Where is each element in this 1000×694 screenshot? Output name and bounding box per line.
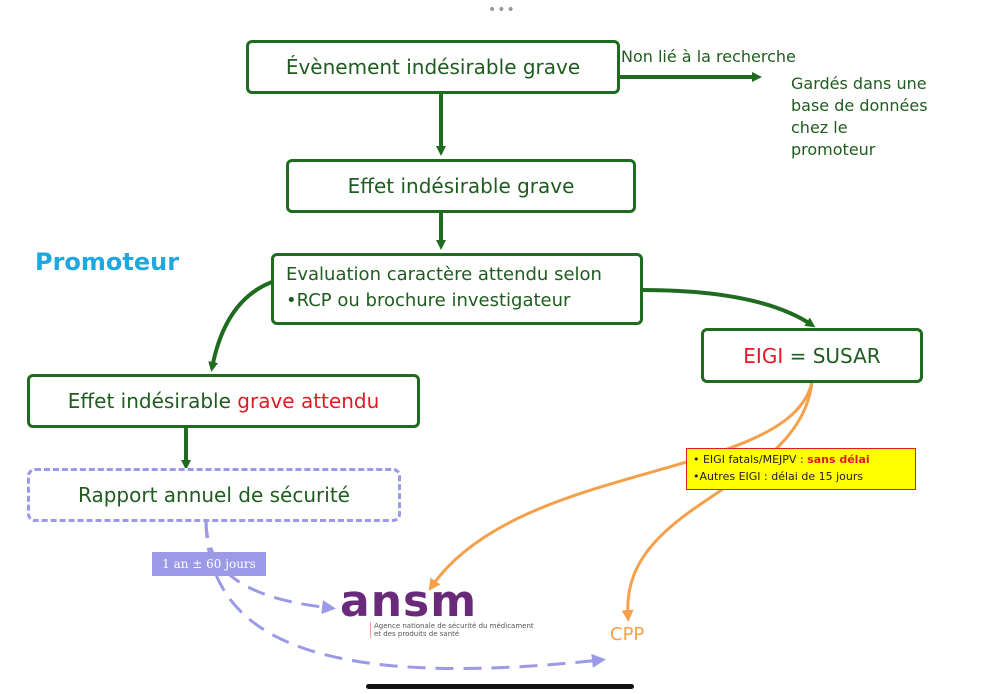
- susar-label: = SUSAR: [783, 343, 881, 368]
- deadline-highlight: sans délai: [807, 453, 870, 466]
- arrow-susar-to-cpp: [621, 381, 814, 622]
- deadline-line-2: •Autres EIGI : délai de 15 jours: [693, 470, 864, 483]
- attendu-prefix: Effet indésirable: [67, 389, 238, 413]
- deadline-line-1: • EIGI fatals/MEJPV : sans délai: [693, 451, 909, 468]
- arrow-evaluation-to-susar: [641, 288, 816, 328]
- susar-box: EIGI = SUSAR: [701, 328, 923, 383]
- cpp-label: CPP: [610, 624, 645, 645]
- non-lie-label: Non lié à la recherche: [621, 47, 796, 66]
- eig-label: Évènement indésirable grave: [285, 55, 581, 79]
- effet-box: Effet indésirable grave: [286, 159, 636, 213]
- gardes-line: promoteur: [791, 140, 876, 159]
- attendu-suffix: grave attendu: [237, 389, 380, 413]
- more-dots[interactable]: •••: [488, 2, 516, 18]
- deadline-note: • EIGI fatals/MEJPV : sans délai •Autres…: [686, 448, 916, 490]
- home-indicator[interactable]: [366, 684, 634, 689]
- eigi-label: EIGI: [743, 343, 784, 368]
- ansm-logo-word: ansm: [340, 576, 478, 627]
- attendu-box: Effet indésirable grave attendu: [27, 374, 420, 428]
- rapport-label: Rapport annuel de sécurité: [78, 483, 350, 507]
- promoteur-title: Promoteur: [35, 248, 180, 276]
- evaluation-line: Evaluation caractère attendu selon: [286, 264, 602, 285]
- arrow-rapport-to-cpp: [204, 519, 606, 670]
- ansm-logo: ansm Agence nationale de sécurité du méd…: [340, 576, 534, 638]
- rapport-box: Rapport annuel de sécurité: [27, 468, 401, 522]
- arrow-susar-to-ansm: [428, 381, 814, 591]
- evaluation-line: •RCP ou brochure investigateur: [286, 290, 571, 311]
- gardes-line: Gardés dans une: [791, 74, 927, 93]
- gardes-line: chez le: [791, 118, 848, 137]
- gardes-note: Gardés dans une base de données chez le …: [791, 73, 928, 161]
- delay-pill: 1 an ± 60 jours: [152, 552, 266, 576]
- gardes-line: base de données: [791, 96, 928, 115]
- ansm-logo-subtitle: Agence nationale de sécurité du médicame…: [370, 622, 534, 638]
- arrow-evaluation-to-attendu: [208, 280, 273, 372]
- effet-label: Effet indésirable grave: [347, 174, 575, 198]
- deadline-prefix: • EIGI fatals/MEJPV :: [693, 453, 808, 466]
- arrow-rapport-to-ansm: [204, 519, 336, 615]
- eig-box: Évènement indésirable grave: [246, 40, 620, 94]
- evaluation-box: Evaluation caractère attendu selon •RCP …: [271, 253, 643, 325]
